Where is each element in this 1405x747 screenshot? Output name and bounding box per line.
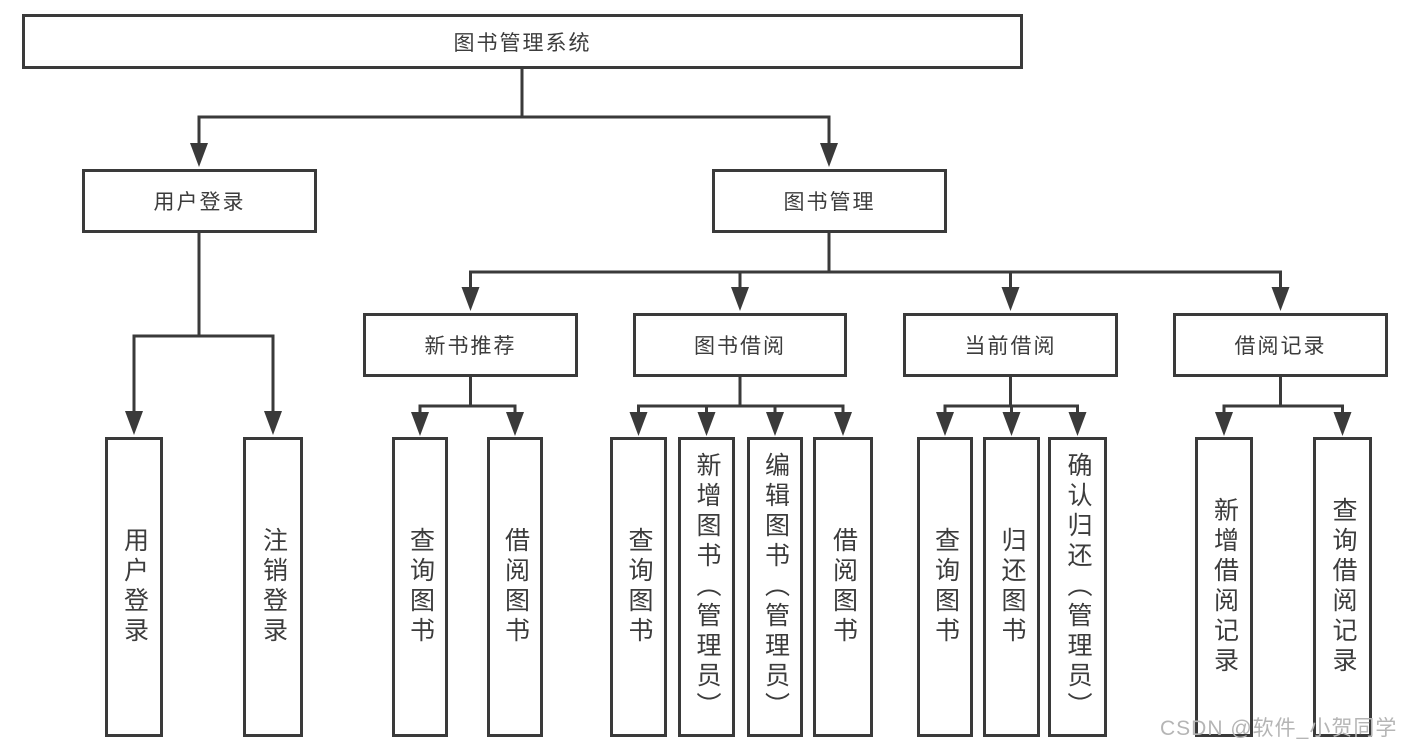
node-label: 用户登录 [120,527,149,647]
leaf-borrow-books-1: 借阅图书 [487,437,543,737]
node-label: 借阅图书 [501,527,530,647]
arrowhead-icon [264,411,282,435]
node-label: 新书推荐 [424,335,517,358]
arrowhead-icon [697,412,716,436]
node-label: 确认归还（管理员） [1064,452,1092,722]
watermark-csdn: CSDN @软件_小贺同学 [1160,717,1398,740]
arrowhead-icon [834,412,852,436]
arrowhead-icon [506,412,524,436]
arrowhead-icon [936,412,954,436]
node-user-login: 用户登录 [82,169,317,233]
node-new-book-recommend: 新书推荐 [363,313,578,377]
node-label: 用户登录 [153,191,246,214]
arrowhead-icon [190,143,208,167]
node-label: 借阅图书 [829,527,858,647]
connector-book-mgmt-to-level3 [469,231,1282,292]
arrowhead-icon [411,412,429,436]
connector-borrow-records-to-children [1222,375,1344,417]
arrowhead-icon [1068,412,1087,436]
arrowhead-icon [461,287,480,311]
leaf-add-borrow-record: 新增借阅记录 [1195,437,1253,737]
leaf-query-books-2: 查询图书 [610,437,667,737]
arrowhead-icon [629,412,648,436]
leaf-query-books-3: 查询图书 [917,437,973,737]
arrowheads [125,143,1352,436]
connector-root-to-level2 [197,66,831,150]
arrowhead-icon [125,411,143,435]
node-label: 当前借阅 [964,335,1057,358]
leaf-query-borrow-record: 查询借阅记录 [1313,437,1372,737]
connector-new-book-rec-to-children [418,375,517,417]
node-label: 注销登录 [259,527,288,647]
node-label: 新增借阅记录 [1210,497,1239,677]
leaf-edit-books-admin: 编辑图书（管理员） [747,437,803,737]
connector-book-borrow-to-children [637,375,845,417]
leaf-logout: 注销登录 [243,437,303,737]
arrowhead-icon [1215,412,1233,436]
arrowhead-icon [1001,287,1020,311]
arrowhead-icon [820,143,838,167]
leaf-confirm-return-admin: 确认归还（管理员） [1048,437,1107,737]
node-label: 新增图书（管理员） [693,452,721,722]
leaf-borrow-books-2: 借阅图书 [813,437,873,737]
leaf-query-books-1: 查询图书 [392,437,448,737]
arrowhead-icon [766,412,784,436]
leaf-add-books-admin: 新增图书（管理员） [678,437,735,737]
node-label: 归还图书 [998,527,1026,647]
node-book-management: 图书管理 [712,169,947,233]
node-label: 图书管理系统 [453,31,592,55]
node-book-borrowing: 图书借阅 [633,313,847,377]
node-label: 图书借阅 [694,335,786,358]
arrowhead-icon [1271,287,1290,311]
node-label: 查询图书 [931,527,960,647]
arrowhead-icon [731,287,749,311]
node-label: 编辑图书（管理员） [761,452,790,722]
connector-current-borrow-to-children [943,375,1079,417]
node-borrowing-records: 借阅记录 [1173,313,1388,377]
node-label: 图书管理 [783,191,876,214]
arrowhead-icon [1333,412,1352,436]
connector-user-login-to-children [132,231,275,416]
arrowhead-icon [1002,412,1021,436]
node-current-borrowing: 当前借阅 [903,313,1118,377]
leaf-return-books: 归还图书 [983,437,1040,737]
node-label: 查询借阅记录 [1329,497,1357,677]
node-label: 查询图书 [625,527,653,647]
leaf-user-login: 用户登录 [105,437,163,737]
node-label: 借阅记录 [1234,335,1327,358]
node-library-system: 图书管理系统 [22,14,1023,69]
node-label: 查询图书 [406,527,435,647]
